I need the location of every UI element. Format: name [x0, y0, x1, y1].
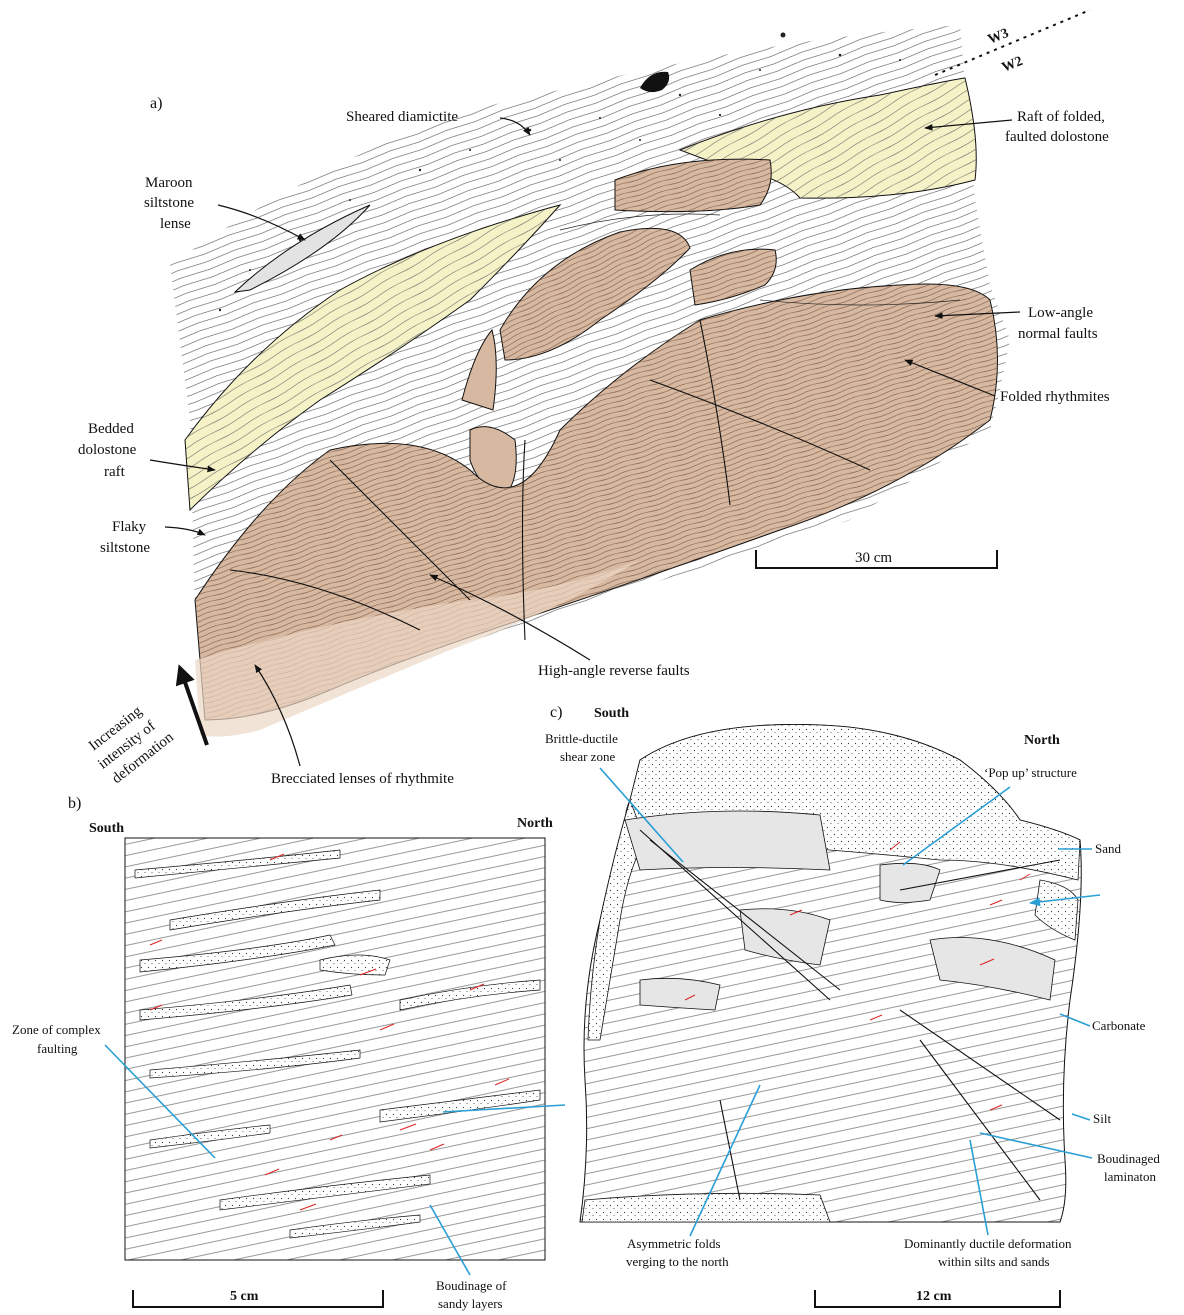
label-carbonate: Carbonate: [1092, 1018, 1146, 1033]
label-flaky-2: siltstone: [100, 540, 150, 556]
label-flaky-1: Flaky: [112, 519, 147, 535]
label-boud-2: sandy layers: [438, 1296, 503, 1311]
panel-b-letter: b): [68, 795, 81, 812]
w2-label: W2: [1000, 54, 1025, 76]
label-zone-1: Zone of complex: [12, 1022, 101, 1037]
label-maroon-2: siltstone: [144, 195, 194, 211]
panel-b: b) South North Zone of complex faulting: [12, 795, 565, 1311]
scale-bar-b: 5 cm: [133, 1289, 383, 1307]
panel-c-letter: c): [550, 704, 562, 721]
label-raft-folded-1: Raft of folded,: [1017, 109, 1105, 125]
scale-a-label: 30 cm: [855, 550, 892, 566]
label-high-angle: High-angle reverse faults: [538, 663, 690, 679]
scale-bar-c: 12 cm: [815, 1289, 1060, 1307]
label-bedded-2: dolostone: [78, 442, 137, 458]
scale-c-label: 12 cm: [916, 1289, 952, 1304]
label-silt: Silt: [1093, 1111, 1111, 1126]
label-ductile-1: Dominantly ductile deformation: [904, 1236, 1072, 1251]
panel-b-layers: [125, 838, 545, 1260]
label-low-angle-1: Low-angle: [1028, 305, 1093, 321]
panel-c-carbonate-1: [625, 811, 830, 870]
panel-c-north: North: [1024, 733, 1060, 748]
label-asym-2: verging to the north: [626, 1254, 729, 1269]
panel-b-north: North: [517, 816, 553, 831]
label-brittle-1: Brittle-ductile: [545, 731, 618, 746]
label-popup: ‘Pop up’ structure: [984, 765, 1077, 780]
label-zone-2: faulting: [37, 1041, 78, 1056]
label-folded-rhythmites: Folded rhythmites: [1000, 389, 1110, 405]
label-sheared-diamictite: Sheared diamictite: [346, 109, 458, 125]
label-brittle-2: shear zone: [560, 749, 615, 764]
panel-b-south: South: [89, 821, 124, 836]
label-low-angle-2: normal faults: [1018, 326, 1098, 342]
label-maroon-1: Maroon: [145, 175, 193, 191]
panel-a: a): [78, 10, 1110, 788]
panel-c: c) South North Brittle-ductil: [545, 704, 1160, 1307]
label-boudlam-2: laminaton: [1104, 1169, 1156, 1184]
panel-a-letter: a): [150, 95, 162, 112]
label-raft-folded-2: faulted dolostone: [1005, 129, 1109, 145]
label-ductile-2: within silts and sands: [938, 1254, 1050, 1269]
label-maroon-3: lense: [160, 216, 191, 232]
panel-c-south: South: [594, 706, 629, 721]
scale-bar-a: 30 cm: [756, 550, 997, 568]
label-boudlam-1: Boudinaged: [1097, 1151, 1160, 1166]
label-boud-1: Boudinage of: [436, 1278, 507, 1293]
label-brecciated: Brecciated lenses of rhythmite: [271, 771, 454, 787]
panel-c-carbonate-3: [640, 978, 720, 1010]
w3-label: W3: [986, 26, 1011, 48]
panel-c-sand-lower: [582, 1193, 830, 1222]
scale-b-label: 5 cm: [230, 1289, 259, 1304]
panel-c-carbonate-5: [880, 863, 940, 902]
leader-silt: [1072, 1114, 1090, 1120]
label-bedded-1: Bedded: [88, 421, 134, 437]
label-sand: Sand: [1095, 841, 1122, 856]
deformation-text: Increasing intensity of deformation: [83, 697, 177, 788]
label-bedded-3: raft: [104, 464, 126, 480]
label-asym-1: Asymmetric folds: [627, 1236, 721, 1251]
